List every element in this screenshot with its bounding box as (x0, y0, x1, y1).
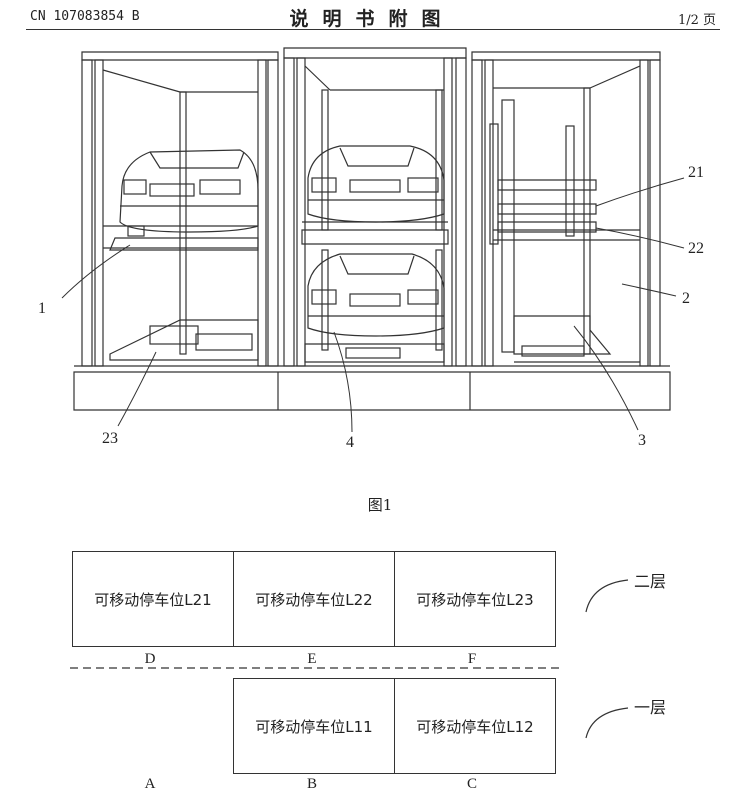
ref-label-2: 2 (682, 290, 690, 307)
leader-1 (61, 244, 131, 299)
lower-floor-arc (585, 707, 629, 739)
column-label-f: F (467, 651, 477, 667)
upper-floor-label: 二层 (634, 572, 667, 591)
upper-floor-arc (585, 579, 629, 613)
column-label-a: A (144, 776, 156, 792)
ref-label-3: 3 (638, 432, 646, 449)
column-label-e: E (307, 651, 317, 667)
leader-2 (621, 283, 677, 297)
column-label-c: C (466, 776, 477, 792)
column-label-b: B (306, 776, 317, 792)
leader-3 (573, 325, 639, 431)
page-title: 说明书附图 (289, 8, 455, 30)
right-bay (471, 51, 661, 367)
page-header: CN 107083854 B 说明书附图 1/2 页 (0, 4, 744, 30)
leader-22 (595, 227, 685, 249)
ground-slab (73, 371, 671, 411)
platform-21 (497, 179, 597, 191)
parking-cell-l12: 可移动停车位L12 (394, 678, 556, 774)
platform-22 (497, 221, 597, 233)
column-label-d: D (144, 651, 156, 667)
ref-label-21: 21 (688, 164, 704, 181)
lower-floor-label: 一层 (634, 698, 667, 717)
publication-number: CN 107083854 B (30, 9, 140, 24)
leader-4 (333, 331, 353, 433)
leader-23 (117, 351, 157, 427)
parking-cell-l21: 可移动停车位L21 (72, 551, 234, 647)
ref-label-4: 4 (346, 434, 354, 451)
parking-cell-l22: 可移动停车位L22 (233, 551, 395, 647)
page-number: 1/2 页 (677, 13, 716, 28)
car-upper-middle (307, 145, 445, 223)
car-upper-left (119, 149, 259, 233)
leader-21 (595, 177, 685, 207)
middle-bay (283, 47, 467, 367)
parking-cell-l23: 可移动停车位L23 (394, 551, 556, 647)
ref-label-23: 23 (102, 430, 118, 447)
left-bay (81, 51, 279, 367)
figure-1-caption: 图1 (367, 496, 393, 514)
ref-label-1: 1 (38, 300, 46, 317)
parking-cell-l11: 可移动停车位L11 (233, 678, 395, 774)
header-rule (26, 29, 720, 30)
car-lower-middle (307, 253, 445, 337)
ref-label-22: 22 (688, 240, 704, 257)
